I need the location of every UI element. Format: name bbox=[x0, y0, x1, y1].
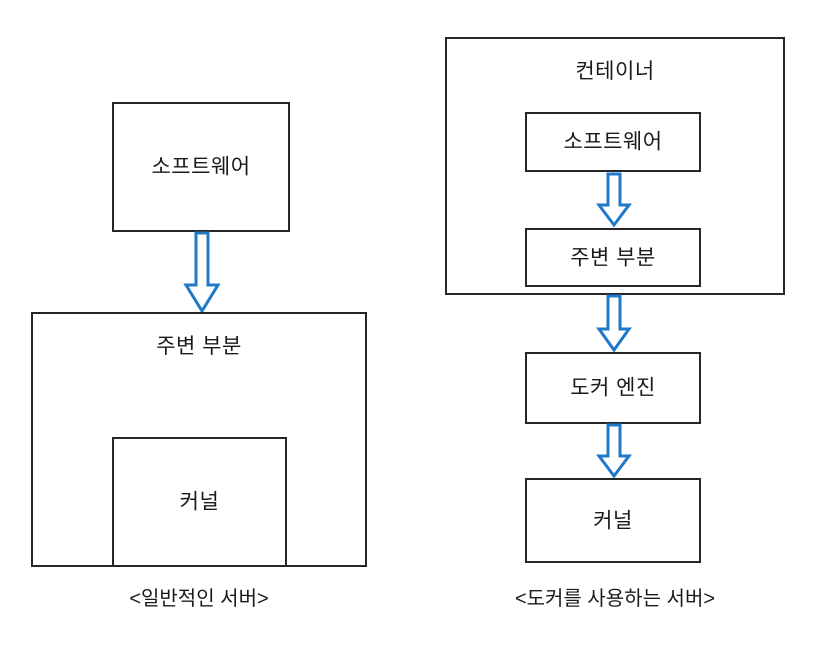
right-software-box[interactable]: 소프트웨어 bbox=[525, 112, 701, 172]
right-docker-engine-box[interactable]: 도커 엔진 bbox=[525, 352, 701, 424]
right-container-label: 컨테이너 bbox=[575, 60, 655, 83]
right-arrow-docker-engine-to-kernel bbox=[596, 423, 632, 479]
left-software-box[interactable]: 소프트웨어 bbox=[112, 102, 290, 232]
right-kernel-box[interactable]: 커널 bbox=[525, 478, 701, 563]
left-arrow-software-to-peripheral bbox=[183, 231, 221, 314]
left-peripheral-label: 주변 부분 bbox=[156, 335, 242, 358]
right-arrow-container-to-docker-engine bbox=[596, 294, 632, 353]
right-peripheral-box[interactable]: 주변 부분 bbox=[525, 228, 701, 287]
left-kernel-label: 커널 bbox=[179, 490, 220, 514]
right-docker-engine-label: 도커 엔진 bbox=[570, 376, 656, 400]
left-panel-caption: <일반적인 서버> bbox=[129, 588, 269, 610]
right-panel-caption: <도커를 사용하는 서버> bbox=[514, 588, 716, 610]
right-peripheral-label: 주변 부분 bbox=[570, 246, 656, 269]
left-kernel-box[interactable]: 커널 bbox=[112, 437, 287, 567]
right-software-label: 소프트웨어 bbox=[563, 130, 663, 154]
right-kernel-label: 커널 bbox=[593, 509, 633, 532]
right-arrow-software-to-peripheral bbox=[596, 172, 632, 228]
left-software-label: 소프트웨어 bbox=[151, 155, 251, 179]
